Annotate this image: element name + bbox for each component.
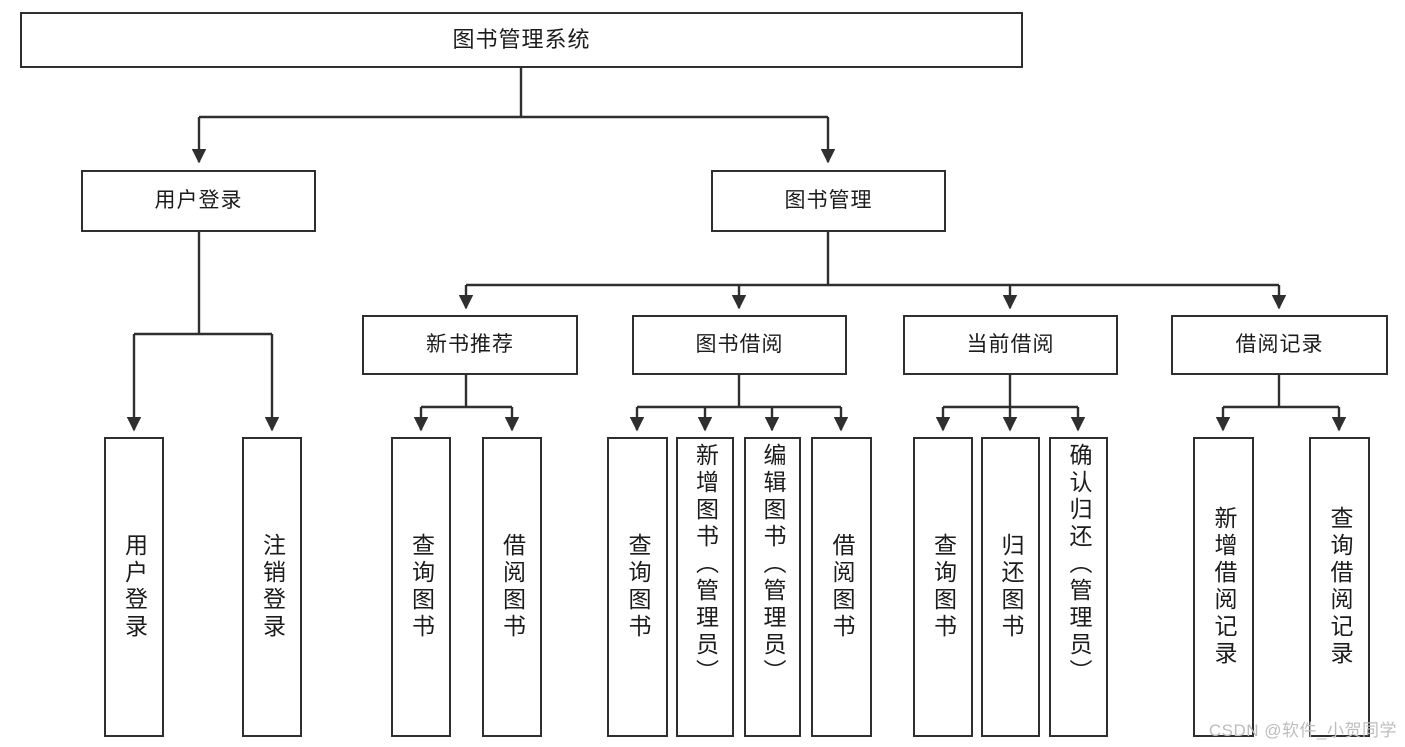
leaf-edit-book-admin[interactable]: 编辑图书（管理员） <box>744 437 801 737</box>
node-label: 图书管理系统 <box>452 26 591 52</box>
leaf-add-book-admin[interactable]: 新增图书（管理员） <box>676 437 734 737</box>
node-current-borrowing[interactable]: 当前借阅 <box>903 315 1118 375</box>
leaf-add-borrow-record[interactable]: 新增借阅记录 <box>1193 437 1254 737</box>
leaf-borrow-books[interactable]: 借阅图书 <box>811 437 872 737</box>
leaf-query-books-new[interactable]: 查询图书 <box>391 437 451 737</box>
node-label: 图书借阅 <box>695 333 784 357</box>
node-user-login[interactable]: 用户登录 <box>81 170 316 232</box>
node-label: 当前借阅 <box>966 333 1055 357</box>
node-label: 查询图书 <box>625 533 651 641</box>
node-label: 用户登录 <box>121 533 148 641</box>
node-book-management[interactable]: 图书管理 <box>711 170 946 232</box>
leaf-logout-login[interactable]: 注销登录 <box>242 437 302 737</box>
node-label: 用户登录 <box>154 189 243 213</box>
node-new-book-recommendation[interactable]: 新书推荐 <box>362 315 578 375</box>
node-label: 查询图书 <box>408 533 435 641</box>
leaf-confirm-return-admin[interactable]: 确认归还（管理员） <box>1049 437 1108 737</box>
leaf-return-books[interactable]: 归还图书 <box>981 437 1040 737</box>
leaf-borrow-books-new[interactable]: 借阅图书 <box>482 437 542 737</box>
node-label: 注销登录 <box>259 533 286 641</box>
node-label: 确认归还（管理员） <box>1066 443 1092 686</box>
node-book-borrowing[interactable]: 图书借阅 <box>632 315 847 375</box>
node-label: 新书推荐 <box>426 333 514 357</box>
node-borrowing-records[interactable]: 借阅记录 <box>1171 315 1388 375</box>
node-root-book-management-system[interactable]: 图书管理系统 <box>20 12 1023 68</box>
leaf-query-books-current[interactable]: 查询图书 <box>913 437 973 737</box>
node-label: 编辑图书（管理员） <box>760 443 786 686</box>
leaf-query-borrow-record[interactable]: 查询借阅记录 <box>1309 437 1370 737</box>
node-label: 查询图书 <box>930 533 957 641</box>
node-label: 借阅记录 <box>1235 333 1324 357</box>
node-label: 新增图书（管理员） <box>692 443 719 686</box>
leaf-query-books-borrow[interactable]: 查询图书 <box>607 437 668 737</box>
node-label: 借阅图书 <box>499 533 526 641</box>
node-label: 借阅图书 <box>829 533 855 641</box>
node-label: 归还图书 <box>998 533 1024 641</box>
node-label: 查询借阅记录 <box>1327 506 1353 668</box>
node-label: 图书管理 <box>784 189 873 213</box>
leaf-user-login[interactable]: 用户登录 <box>104 437 164 737</box>
node-label: 新增借阅记录 <box>1211 506 1237 668</box>
